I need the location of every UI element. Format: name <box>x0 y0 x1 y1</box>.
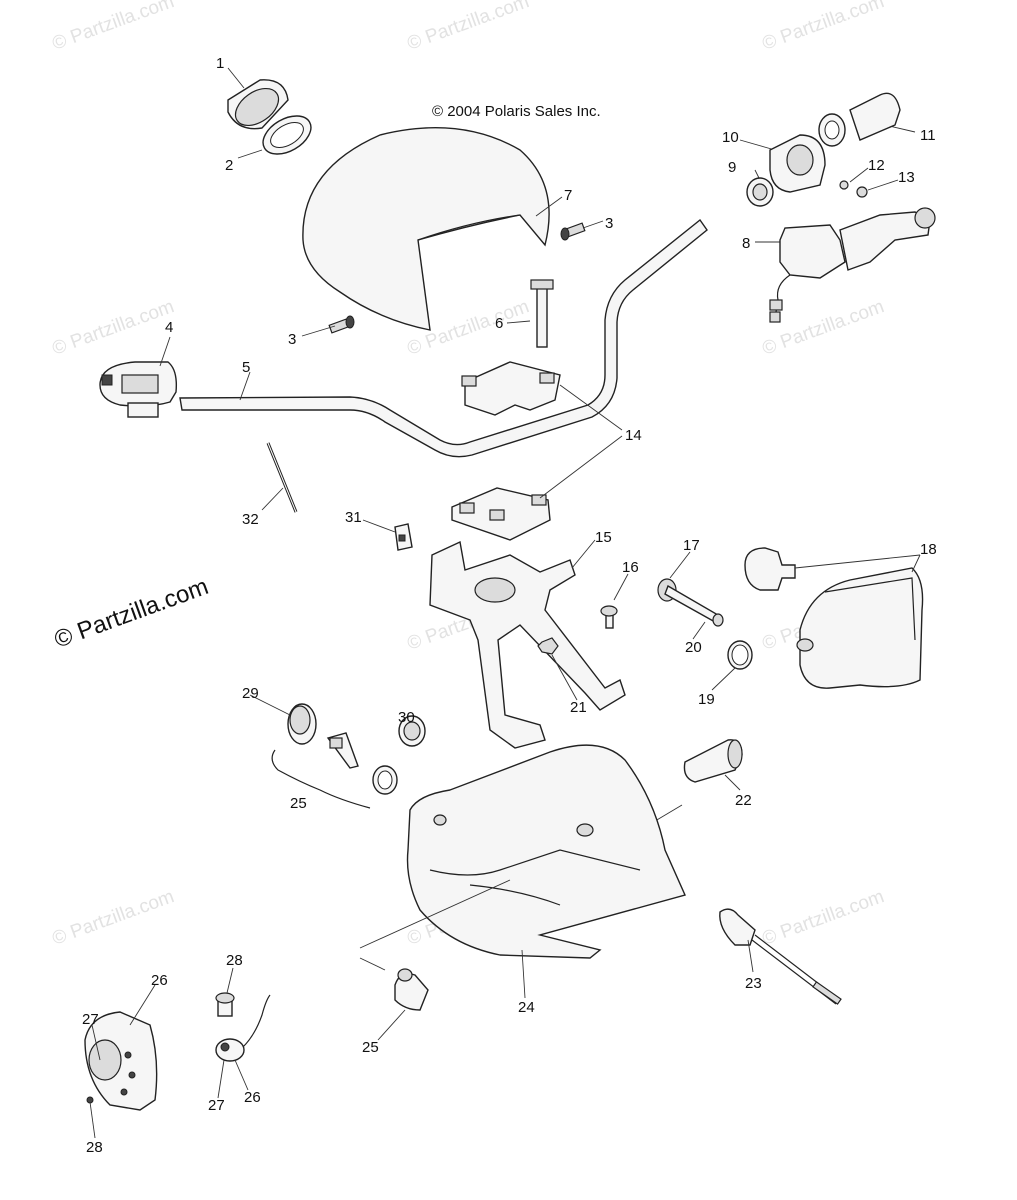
callout-8: 8 <box>742 235 750 252</box>
part-25-key <box>326 732 359 769</box>
watermark: © Partzilla.com <box>760 886 887 950</box>
callout-15: 15 <box>595 529 612 546</box>
callout-25: 25 <box>290 795 307 812</box>
part-12-pin <box>839 180 849 190</box>
callout-28: 28 <box>226 952 243 969</box>
part-21-nut <box>537 637 559 655</box>
callout-18: 18 <box>920 541 937 558</box>
part-4-switch <box>99 361 178 418</box>
part-14-clamp-lower <box>451 487 551 541</box>
part-13-screw <box>856 186 868 198</box>
callout-16: 16 <box>622 559 639 576</box>
callout-19: 19 <box>698 691 715 708</box>
callout-10: 10 <box>722 129 739 146</box>
part-32-cable-tie <box>266 442 298 513</box>
callout-28: 28 <box>86 1139 103 1156</box>
watermark-main: © Partzilla.com <box>51 573 212 654</box>
callout-12: 12 <box>868 157 885 174</box>
callout-6: 6 <box>495 315 503 332</box>
callout-27: 27 <box>208 1097 225 1114</box>
part-26-sensor <box>215 994 271 1062</box>
part-1-cap <box>227 79 289 130</box>
part-14-clamp-upper <box>461 361 561 416</box>
callout-14: 14 <box>625 427 642 444</box>
part-6-bolt <box>530 279 554 348</box>
part-25-buzzer <box>394 968 429 1011</box>
part-24-cover <box>406 744 686 959</box>
callout-21: 21 <box>570 699 587 716</box>
watermark: © Partzilla.com <box>50 296 177 360</box>
part-18-headlight-bulb <box>744 547 796 591</box>
leader-lines <box>89 67 921 1139</box>
callout-2: 2 <box>225 157 233 174</box>
part-23-cable <box>719 908 842 1005</box>
copyright-notice: © 2004 Polaris Sales Inc. <box>432 103 601 120</box>
part-25-bezel <box>372 765 398 795</box>
callout-31: 31 <box>345 509 362 526</box>
watermark: © Partzilla.com <box>50 0 177 55</box>
watermark: © Partzilla.com <box>50 886 177 950</box>
part-20-bolt <box>664 584 724 627</box>
part-29-knob <box>287 703 317 745</box>
watermark: © Partzilla.com <box>405 0 532 55</box>
callout-23: 23 <box>745 975 762 992</box>
callout-9: 9 <box>728 159 736 176</box>
callout-32: 32 <box>242 511 259 528</box>
part-30-grommet <box>398 715 426 747</box>
part-15-bracket <box>429 540 626 749</box>
part-10-housing <box>769 134 826 193</box>
part-9-washer <box>746 177 774 207</box>
part-2-ring <box>262 115 312 155</box>
part-3-bolt <box>328 315 355 334</box>
callout-30: 30 <box>398 709 415 726</box>
callout-3: 3 <box>605 215 613 232</box>
callouts: 1 2 3 3 4 5 6 7 8 9 10 11 12 13 14 15 16… <box>82 55 937 1156</box>
part-22-socket <box>683 739 743 783</box>
callout-4: 4 <box>165 319 173 336</box>
callout-29: 29 <box>242 685 259 702</box>
part-7-windshield <box>302 127 550 331</box>
callout-26: 26 <box>244 1089 261 1106</box>
callout-11: 11 <box>920 127 936 144</box>
part-8-master-cylinder <box>769 207 936 323</box>
callout-22: 22 <box>735 792 752 809</box>
part-16-screw <box>600 605 618 629</box>
callout-20: 20 <box>685 639 702 656</box>
part-18-headlight <box>796 567 924 689</box>
part-19-o-ring <box>727 640 753 670</box>
callout-25: 25 <box>362 1039 379 1056</box>
callout-1: 1 <box>216 55 224 72</box>
callout-13: 13 <box>898 169 915 186</box>
part-3-bolt <box>560 222 586 241</box>
callout-26: 26 <box>151 972 168 989</box>
callout-24: 24 <box>518 999 535 1016</box>
part-31-clip <box>394 523 413 551</box>
part-28-bolt <box>215 992 235 1017</box>
callout-5: 5 <box>242 359 250 376</box>
part-11-grip <box>818 92 901 147</box>
callout-3: 3 <box>288 331 296 348</box>
part-26-gauge <box>84 1011 158 1111</box>
part-5-handlebar <box>179 218 708 458</box>
callout-7: 7 <box>564 187 572 204</box>
watermark: © Partzilla.com <box>760 0 887 55</box>
callout-17: 17 <box>683 537 700 554</box>
part-25-group-brace <box>271 749 371 809</box>
callout-27: 27 <box>82 1011 99 1028</box>
